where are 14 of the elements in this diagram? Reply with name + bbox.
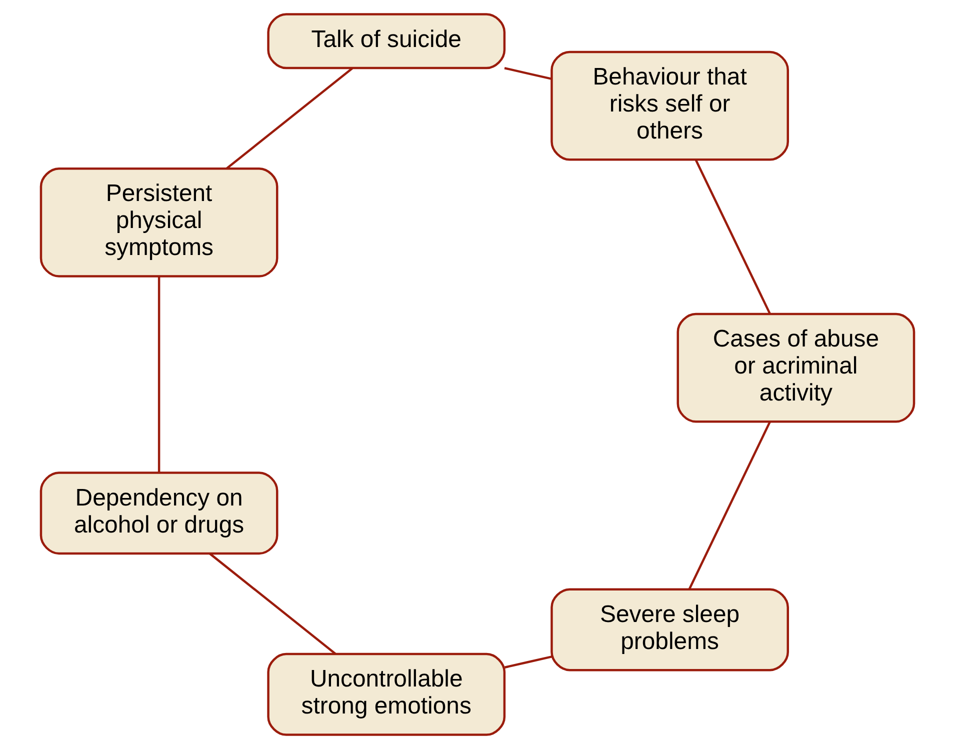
connector xyxy=(504,67,552,80)
connector xyxy=(694,160,771,314)
connector xyxy=(504,656,552,668)
node-box: Cases of abuse or acriminal activity xyxy=(676,312,916,423)
connector xyxy=(158,276,160,473)
node-box: Talk of suicide xyxy=(267,13,506,70)
node-box: Persistent physical symptoms xyxy=(40,167,278,278)
connector xyxy=(209,552,336,655)
connector xyxy=(688,422,771,590)
node-box: Dependency on alcohol or drugs xyxy=(40,472,278,555)
node-box: Uncontrollable strong emotions xyxy=(267,652,506,736)
node-box: Severe sleep problems xyxy=(550,588,789,672)
connector xyxy=(226,67,353,170)
node-box: Behaviour that risks self or others xyxy=(550,50,789,161)
